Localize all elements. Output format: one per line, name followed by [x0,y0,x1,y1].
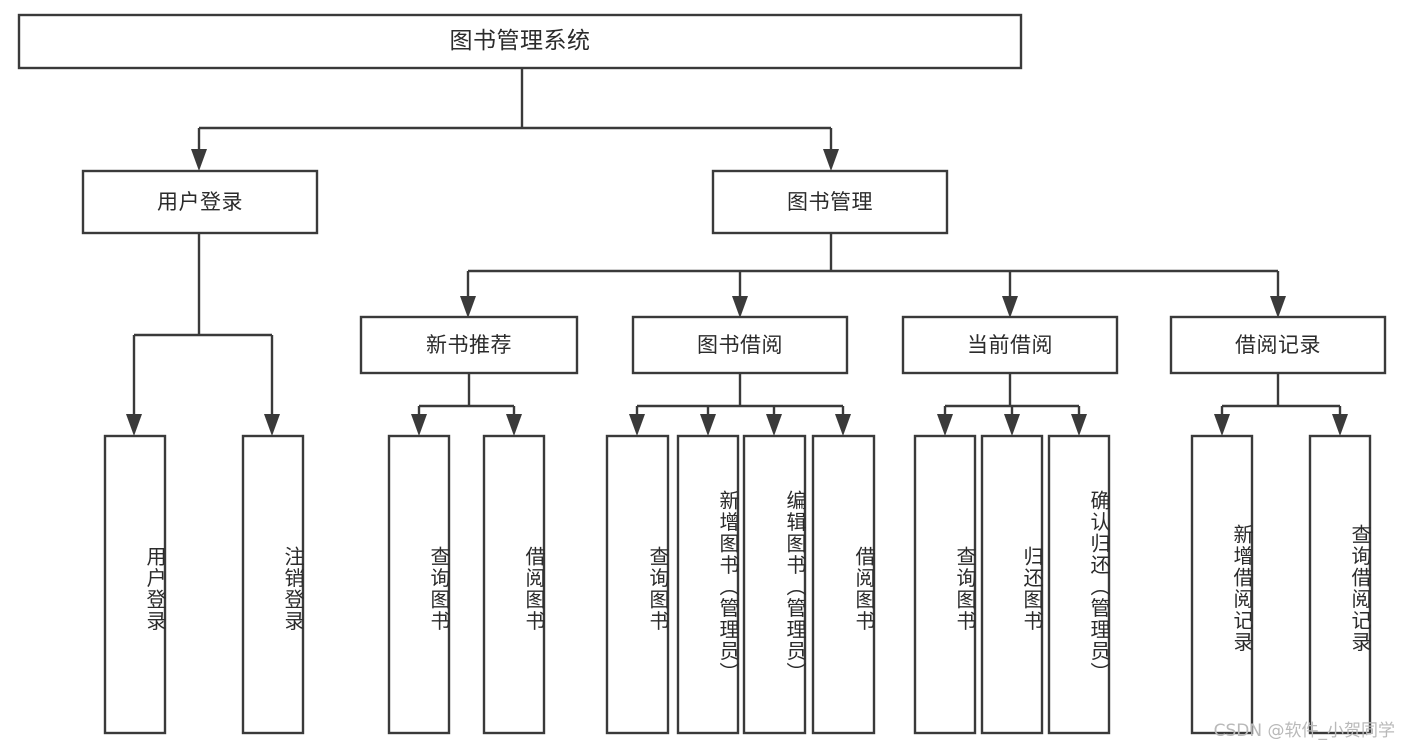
node-box-newbook[interactable] [359,315,579,375]
node-box-leaf-8[interactable] [811,434,876,735]
node-box-borrow[interactable] [631,315,849,375]
arrow-record-to-leaf-12 [1214,414,1230,436]
arrow-bookmgmt-to-borrow [732,296,748,318]
node-box-leaf-5[interactable] [605,434,670,735]
arrow-borrow-to-leaf-7 [766,414,782,436]
arrow-login-to-leaf-2 [264,414,280,436]
node-box-leaf-12[interactable] [1190,434,1254,735]
node-box-bookmgmt[interactable] [711,169,949,235]
node-box-leaf-2[interactable] [241,434,305,735]
arrow-root-to-bookmgmt [823,149,839,171]
node-box-record[interactable] [1169,315,1387,375]
node-box-leaf-7[interactable] [742,434,807,735]
arrow-borrow-to-leaf-6 [700,414,716,436]
arrow-root-to-login [191,149,207,171]
arrow-bookmgmt-to-record [1270,296,1286,318]
arrow-bookmgmt-to-current [1002,296,1018,318]
node-box-leaf-1[interactable] [103,434,167,735]
node-box-current[interactable] [901,315,1119,375]
arrow-bookmgmt-to-newbook [460,296,476,318]
arrow-login-to-leaf-1 [126,414,142,436]
node-box-leaf-11[interactable] [1047,434,1111,735]
arrow-current-to-leaf-10 [1004,414,1020,436]
arrow-current-to-leaf-11 [1071,414,1087,436]
node-box-leaf-13[interactable] [1308,434,1372,735]
node-box-leaf-9[interactable] [913,434,977,735]
node-box-leaf-10[interactable] [980,434,1044,735]
node-box-root[interactable] [17,13,1023,70]
arrow-newbook-to-leaf-4 [506,414,522,436]
node-box-login[interactable] [81,169,319,235]
arrow-borrow-to-leaf-5 [629,414,645,436]
arrow-newbook-to-leaf-3 [411,414,427,436]
node-box-leaf-3[interactable] [387,434,451,735]
node-box-leaf-6[interactable] [676,434,740,735]
arrow-record-to-leaf-13 [1332,414,1348,436]
arrow-borrow-to-leaf-8 [835,414,851,436]
arrow-current-to-leaf-9 [937,414,953,436]
node-box-leaf-4[interactable] [482,434,546,735]
